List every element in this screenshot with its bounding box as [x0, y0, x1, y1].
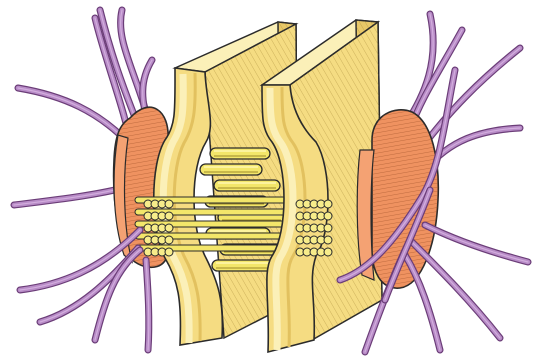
- coil-group: [296, 248, 332, 256]
- coil-group: [144, 248, 173, 256]
- coil-group: [296, 236, 332, 244]
- coil-group: [144, 224, 173, 232]
- intermediate-filament: [425, 225, 528, 262]
- coil-group: [296, 200, 332, 208]
- coil-group: [296, 224, 332, 232]
- cadherin-rod: [200, 164, 262, 175]
- cadherin-rod: [214, 180, 280, 191]
- coil-group: [144, 200, 173, 208]
- coil-group: [296, 212, 332, 220]
- cadherin-rod: [212, 260, 276, 271]
- cadherin-rod: [210, 148, 270, 159]
- coil-group: [144, 236, 173, 244]
- intermediate-filament: [146, 260, 149, 350]
- coil-group: [144, 212, 173, 220]
